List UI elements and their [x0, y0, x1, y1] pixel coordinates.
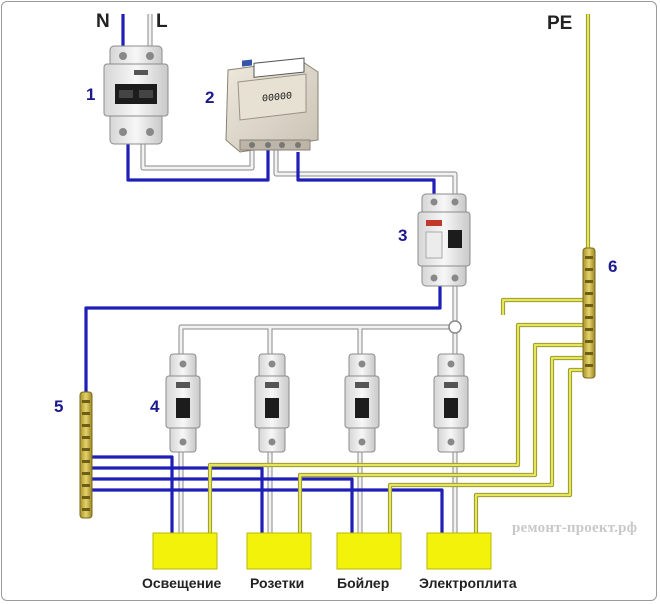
neutral-wires	[84, 14, 444, 545]
load-label-boiler: Бойлер	[337, 575, 390, 591]
load-label-sockets: Розетки	[250, 575, 305, 591]
phase-label: L	[156, 11, 168, 32]
label-meter: 2	[205, 88, 215, 107]
earth-busbar-icon	[582, 247, 596, 379]
watermark: ремонт-проект.рф	[512, 520, 638, 536]
junction-box-icon	[152, 532, 492, 570]
meter-display: 00000	[262, 91, 292, 105]
neutral-label: N	[96, 11, 110, 32]
label-main-breaker: 1	[86, 85, 96, 104]
junction-node	[448, 320, 462, 334]
phase-wires	[140, 14, 458, 545]
neutral-busbar-icon	[79, 391, 93, 519]
earth-wires	[207, 14, 591, 545]
label-neutral-bus: 5	[54, 397, 64, 416]
label-breakers: 4	[150, 397, 160, 416]
load-label-lighting: Освещение	[142, 575, 222, 591]
rcd-icon	[417, 193, 471, 287]
load-label-stove: Электроплита	[419, 575, 517, 591]
breaker-icon	[165, 353, 469, 453]
energy-meter-icon: 00000	[225, 57, 319, 153]
label-earth-bus: 6	[608, 257, 618, 276]
breaker-2pole-icon	[103, 45, 169, 145]
earth-label: PE	[547, 13, 573, 34]
label-rcd: 3	[398, 226, 408, 245]
